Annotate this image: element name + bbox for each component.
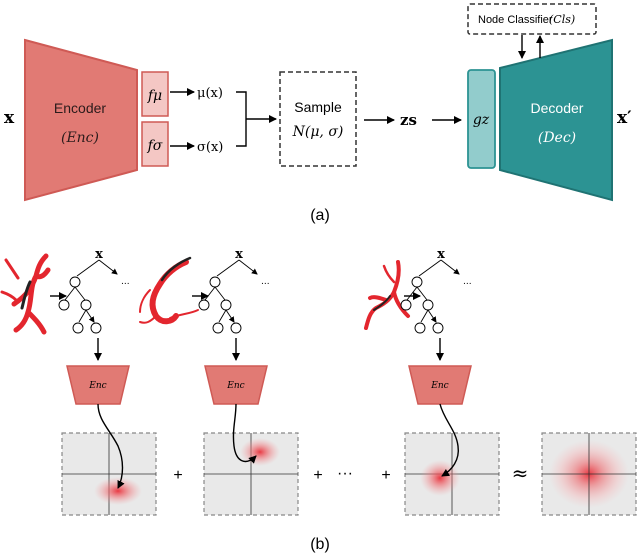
encoder-small-3: Enc (408, 365, 472, 405)
latent-grid-1 (61, 432, 157, 516)
sample-formula: N(μ, σ) (292, 124, 344, 140)
decoder-label: Decoder (531, 100, 584, 116)
decoder-sub-label: (Dec) (538, 130, 576, 146)
caption-b: (b) (310, 536, 330, 553)
enc-label-3: Enc (430, 381, 448, 391)
sample-label: Sample (294, 99, 342, 115)
encoder-small-1: Enc (66, 365, 130, 405)
g-z-box: gz (467, 69, 496, 169)
merge-bracket (236, 91, 247, 147)
tree-more: ... (121, 277, 130, 287)
tree-1: x ... (59, 247, 130, 333)
enc-label-1: Enc (88, 381, 106, 391)
ellipsis: ··· (337, 465, 353, 482)
encoder-small-2: Enc (204, 365, 268, 405)
latent-grid-2 (203, 432, 299, 516)
vessel-image-2 (139, 256, 199, 325)
sigma-output-label: σ(x) (197, 140, 223, 155)
vessel-image-1 (0, 253, 51, 335)
tree-root-x: x (437, 247, 445, 262)
enc-label-2: Enc (226, 381, 244, 391)
classifier-label: Node Classifier (478, 14, 553, 26)
node-classifier-box: Node Classifier (Cls) (467, 3, 597, 35)
plus-3: + (381, 467, 390, 484)
f-mu-box: fμ (141, 71, 169, 117)
tree-more: ... (261, 277, 270, 287)
tree-2: x ... (199, 247, 270, 333)
f-mu-label: fμ (147, 88, 162, 104)
mapping-curve-3 (439, 403, 459, 477)
mapping-curve-1 (97, 403, 125, 489)
input-x-label: x (4, 108, 15, 128)
plus-2: + (313, 467, 322, 484)
decoder-block: Decoder (Dec) (499, 38, 613, 202)
panel-a: x Encoder (Enc) fμ fσ μ(x) σ(x) Sample N… (4, 3, 632, 224)
tree-root-x: x (235, 247, 243, 262)
f-sigma-label: fσ (147, 138, 163, 154)
encoder-label: Encoder (54, 100, 106, 116)
latent-grid-3 (404, 432, 500, 516)
caption-a: (a) (310, 207, 330, 224)
encoder-sub-label: (Enc) (61, 130, 99, 146)
z-s-label: zs (400, 111, 417, 129)
plus-1: + (173, 467, 182, 484)
sample-box: Sample N(μ, σ) (279, 71, 357, 167)
mu-output-label: μ(x) (197, 86, 223, 101)
approx-symbol: ≈ (512, 461, 529, 485)
output-x-prime-label: x′ (617, 108, 632, 128)
mapping-curve-2 (232, 403, 257, 464)
tree-more: ... (463, 277, 472, 287)
vessel-image-3 (364, 260, 410, 330)
encoder-block: Encoder (Enc) (24, 38, 138, 202)
f-sigma-box: fσ (141, 121, 169, 167)
classifier-sub-label: (Cls) (549, 13, 575, 26)
g-z-label: gz (473, 112, 490, 128)
tree-root-x: x (95, 247, 103, 262)
latent-grid-aggregate (541, 432, 637, 516)
panel-b: x ... Enc x ... Enc (0, 247, 637, 553)
tree-3: x ... (401, 247, 472, 333)
